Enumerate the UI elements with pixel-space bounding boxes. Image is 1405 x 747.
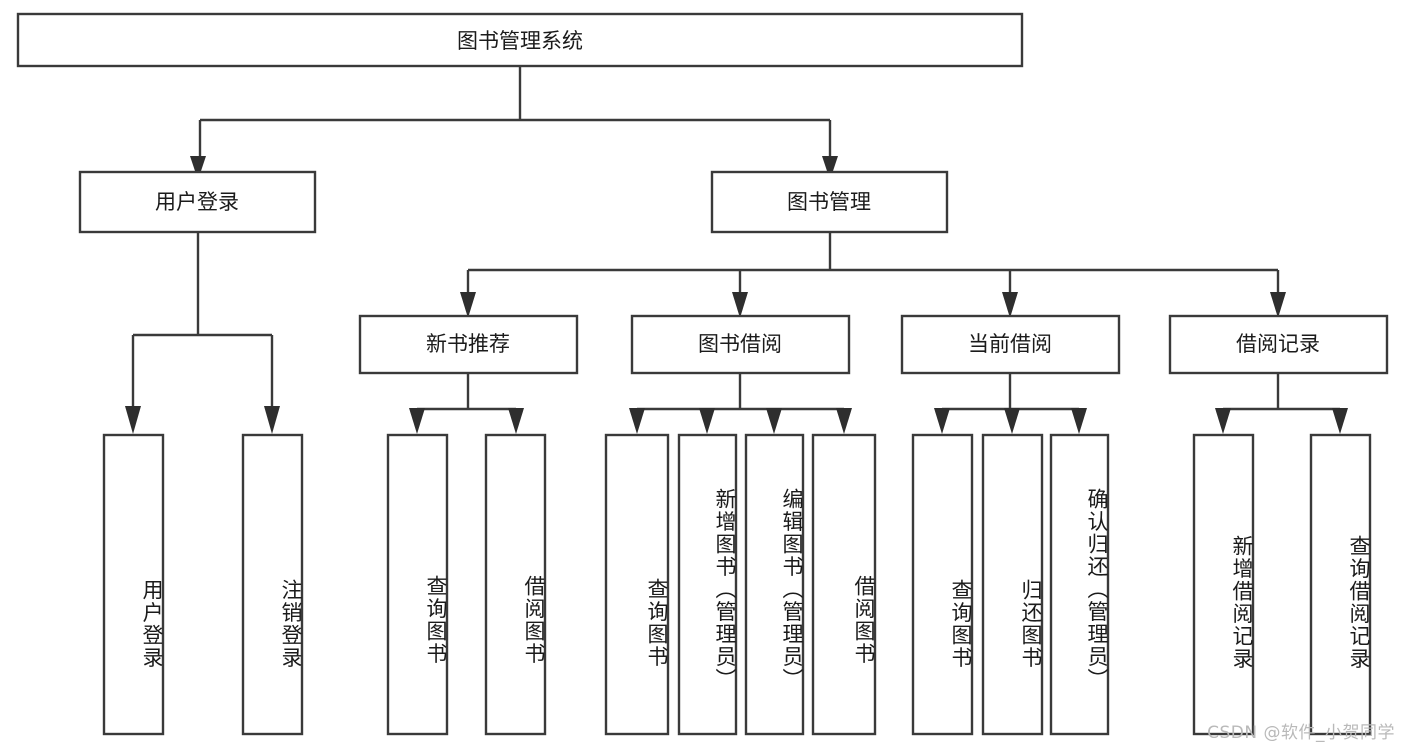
arrowhead-group [125,156,1348,434]
node-leaf-add-book-admin-box[interactable] [677,433,738,736]
connector-group-book-borrow [635,373,846,421]
connector-group-new-book-recommend [415,373,518,421]
node-book-manage[interactable]: 图书管理 [710,170,949,234]
arrowhead-leaf-return-book [1004,408,1020,434]
arrowhead-leaf-borrow-book-borrow [836,408,852,434]
node-user-login-box[interactable] [78,170,317,234]
node-leaf-borrow-book-borrow-box[interactable] [811,433,877,736]
node-leaf-query-book-current-box[interactable] [911,433,974,736]
node-book-manage-box[interactable] [710,170,949,234]
arrowhead-current-borrow [1002,292,1018,318]
arrowhead-leaf-add-book-admin [699,408,715,434]
node-leaf-query-borrow-record-box[interactable] [1309,433,1372,736]
node-leaf-query-book-rec-box[interactable] [386,433,449,736]
leaf-box-group [102,433,1372,736]
arrowhead-leaf-query-book-rec [409,408,425,434]
arrowhead-leaf-edit-book-admin [766,408,782,434]
arrowhead-leaf-borrow-book-rec [508,408,524,434]
node-new-book-recommend[interactable]: 新书推荐 [358,314,579,375]
node-current-borrow[interactable]: 当前借阅 [900,314,1121,375]
arrowhead-book-manage [822,156,838,180]
node-borrow-record-label: 借阅记录 [1236,332,1320,356]
node-borrow-record-box[interactable] [1168,314,1389,375]
node-leaf-return-book-box[interactable] [981,433,1044,736]
node-root-label: 图书管理系统 [457,29,583,53]
node-root-box[interactable] [16,12,1024,68]
node-current-borrow-box[interactable] [900,314,1121,375]
arrowhead-leaf-confirm-return-admin [1071,408,1087,434]
node-new-book-recommend-label: 新书推荐 [426,332,510,356]
arrowhead-leaf-query-book-current [934,408,950,434]
csdn-watermark: CSDN @软件_小贺同学 [1207,723,1395,743]
node-leaf-user-login-box[interactable] [102,433,165,736]
connector-group-book-manage [466,232,1280,302]
node-new-book-recommend-box[interactable] [358,314,579,375]
arrowhead-leaf-user-login [125,406,141,434]
connector-group-user-login [131,232,274,421]
node-book-borrow-label: 图书借阅 [698,332,782,356]
arrowhead-leaf-query-borrow-record [1332,408,1348,434]
arrowhead-leaf-query-book-borrow [629,408,645,434]
node-user-login[interactable]: 用户登录 [78,170,317,234]
node-leaf-confirm-return-admin-box[interactable] [1049,433,1110,736]
node-leaf-logout-login-box[interactable] [241,433,304,736]
node-book-borrow-box[interactable] [630,314,851,375]
arrowhead-borrow-record [1270,292,1286,318]
node-root[interactable]: 图书管理系统 [16,12,1024,68]
node-borrow-record[interactable]: 借阅记录 [1168,314,1389,375]
arrowhead-leaf-logout-login [264,406,280,434]
connector-group-root [198,66,832,158]
node-book-borrow[interactable]: 图书借阅 [630,314,851,375]
arrowhead-new-book-recommend [460,292,476,318]
connector-group-borrow-record [1221,373,1342,421]
node-book-manage-label: 图书管理 [787,190,871,214]
node-user-login-label: 用户登录 [155,190,239,214]
arrowhead-user-login [190,156,206,180]
node-leaf-add-borrow-record-box[interactable] [1192,433,1255,736]
node-current-borrow-label: 当前借阅 [968,332,1052,356]
arrowhead-book-borrow [732,292,748,318]
node-leaf-borrow-book-rec-box[interactable] [484,433,547,736]
node-leaf-edit-book-admin-box[interactable] [744,433,805,736]
node-leaf-query-book-borrow-box[interactable] [604,433,670,736]
arrowhead-leaf-add-borrow-record [1215,408,1231,434]
